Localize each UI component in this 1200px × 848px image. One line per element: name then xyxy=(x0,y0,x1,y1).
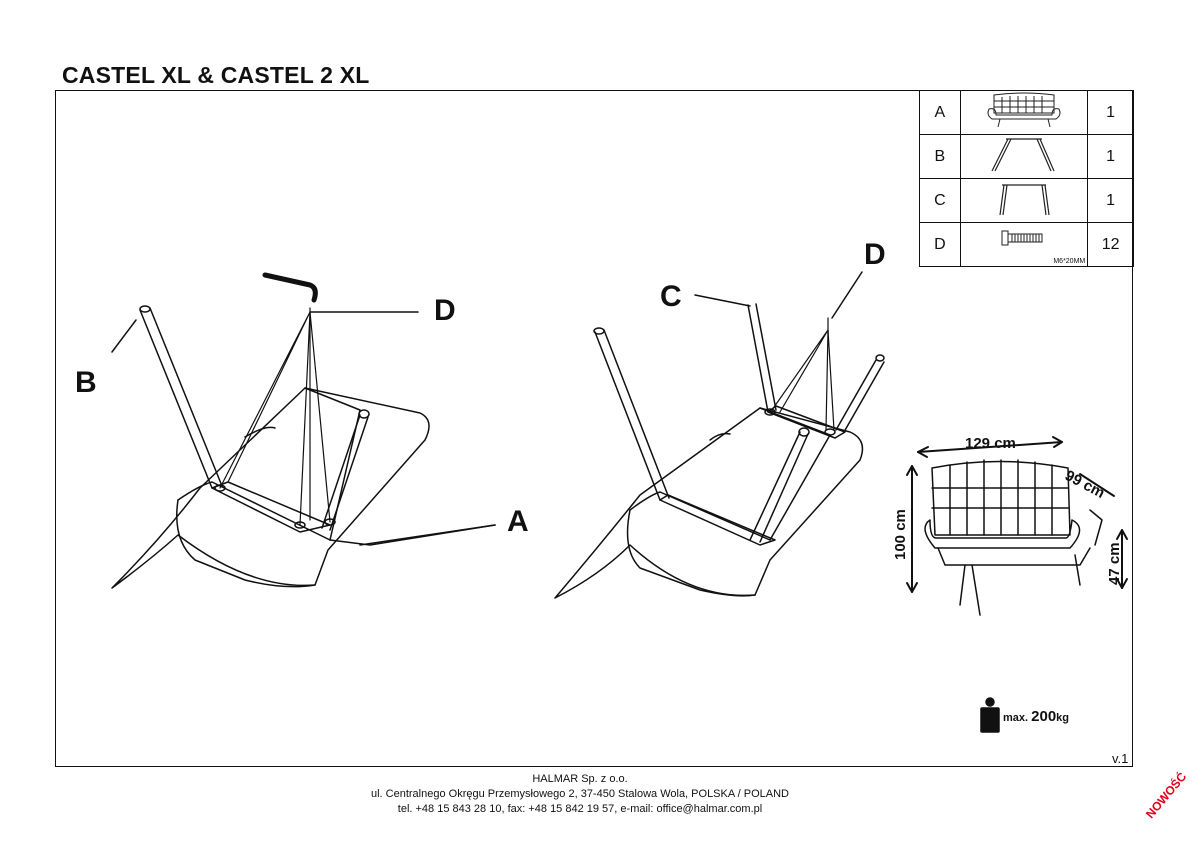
part-quantity: 1 xyxy=(1087,134,1134,179)
front-legs-thumbnail xyxy=(959,178,1089,223)
step1-legs-b xyxy=(139,305,370,533)
dimension-loveseat-drawing xyxy=(924,459,1103,616)
weight-icon xyxy=(980,697,1000,733)
callout-d-step1: D xyxy=(434,294,456,327)
step1-seat-illustration xyxy=(111,387,496,589)
step2-bolt-guides xyxy=(771,317,835,431)
parts-table: A 1 B 1 C xyxy=(919,90,1134,267)
bolt-thumbnail: M6*20MM xyxy=(959,222,1089,267)
step2-leader-c xyxy=(694,294,751,307)
bolt-spec-label: M6*20MM xyxy=(1053,258,1086,265)
step1-leader-a xyxy=(359,524,496,546)
callout-a: A xyxy=(507,505,529,538)
part-quantity: 12 xyxy=(1087,222,1134,267)
part-letter: C xyxy=(919,178,961,223)
step2-seat-illustration xyxy=(554,407,864,599)
footer-contact: tel. +48 15 843 28 10, fax: +48 15 842 1… xyxy=(397,803,763,815)
dimension-height: 100 cm xyxy=(892,509,909,560)
callout-d-step2: D xyxy=(864,238,886,271)
max-load-value: 200 xyxy=(1031,708,1057,725)
dimension-seat-height: 47 cm xyxy=(1106,542,1123,585)
parts-row-c: C 1 xyxy=(919,178,1134,223)
part-quantity: 1 xyxy=(1087,90,1134,135)
footer-address: ul. Centralnego Okręgu Przemysłowego 2, … xyxy=(370,788,789,800)
max-load-label: max. 200kg xyxy=(1003,708,1069,725)
step1-bolt-guides xyxy=(219,307,331,526)
footer-company: HALMAR Sp. z o.o. xyxy=(532,773,628,785)
part-letter: D xyxy=(919,222,961,267)
callout-c: C xyxy=(660,280,682,313)
part-letter: B xyxy=(919,134,961,179)
loveseat-thumbnail xyxy=(959,90,1089,135)
instruction-frame xyxy=(55,90,1133,767)
parts-row-d: D M6*20MM 12 xyxy=(919,222,1134,267)
part-quantity: 1 xyxy=(1087,178,1134,223)
version-label: v.1 xyxy=(1112,751,1129,766)
max-load-prefix: max. xyxy=(1003,712,1029,724)
dimension-width: 129 cm xyxy=(965,435,1016,452)
document-title: CASTEL XL & CASTEL 2 XL xyxy=(62,62,370,88)
step1-leader-b xyxy=(111,319,137,353)
dimension-arrows xyxy=(906,436,1128,593)
callout-b: B xyxy=(75,366,97,399)
max-load-unit: kg xyxy=(1056,712,1070,724)
step2-legs-c xyxy=(593,303,885,546)
step2-leader-d xyxy=(831,271,863,319)
